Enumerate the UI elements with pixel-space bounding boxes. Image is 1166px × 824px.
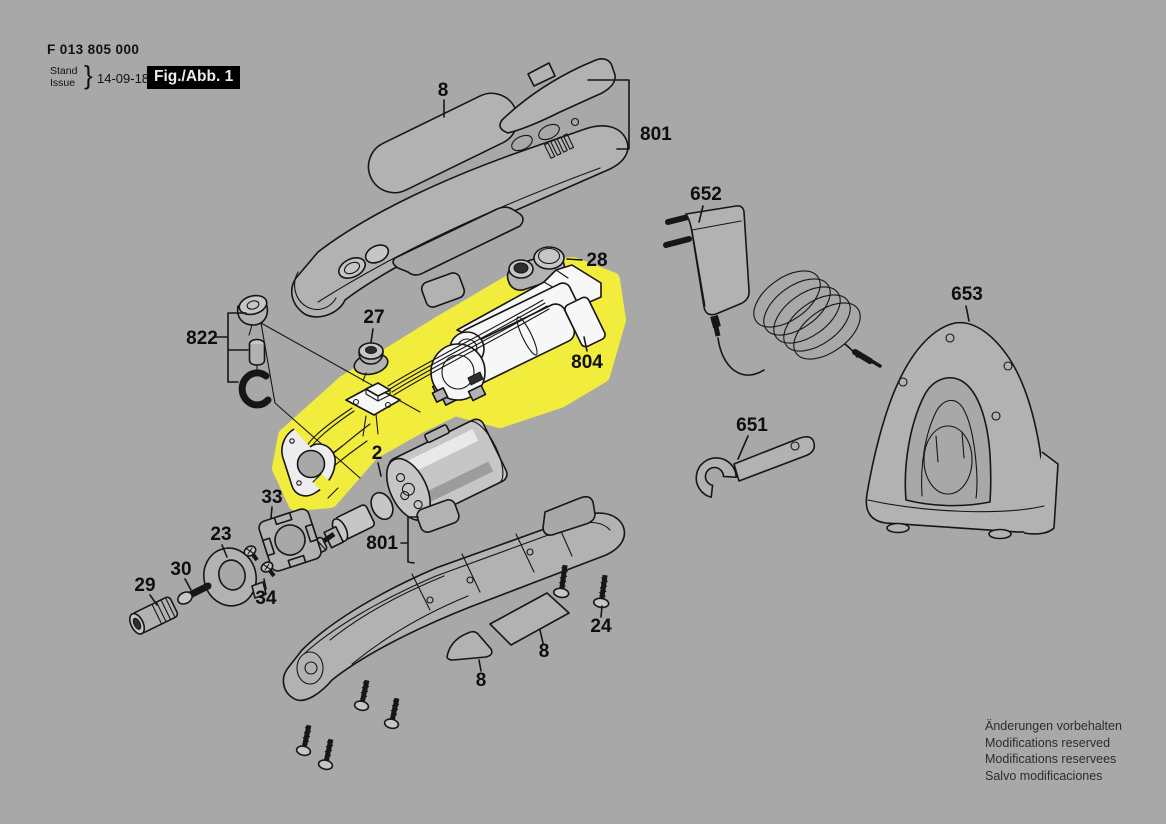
washer-ring: [203, 547, 267, 607]
bottom-screws: [295, 679, 400, 771]
callout-power-adapter: 652: [690, 184, 722, 205]
upper-cover-piece: [499, 58, 616, 134]
brace-glyph: }: [84, 60, 93, 90]
grommet: [353, 342, 389, 382]
footer-line-en: Modifications reserved: [985, 735, 1111, 750]
issue-date: 14-09-18: [97, 71, 150, 86]
motor: [296, 418, 508, 562]
lower-housing: [282, 495, 626, 702]
callout-battery-pack: 804: [571, 352, 603, 373]
callout-grip-pad-top: 8: [438, 80, 449, 101]
callout-screws: 24: [590, 616, 612, 637]
bearing-block: [258, 508, 322, 572]
collet-nut: [128, 596, 179, 635]
callout-charger-stand: 653: [951, 284, 983, 305]
callout-pad-front: 8: [476, 670, 487, 691]
callout-bearing-block: 33: [261, 487, 282, 508]
callout-collet: 30: [170, 559, 191, 580]
document-part-number: F 013 805 000: [47, 42, 140, 57]
pad-side: [489, 592, 570, 646]
callout-spindle-lock: 822: [186, 328, 218, 349]
footer-line-de: Änderungen vorbehalten: [985, 719, 1122, 733]
upper-housing: [290, 117, 629, 318]
stand-label: Stand: [50, 65, 78, 77]
footer-disclaimer: Änderungen vorbehalten Modifications res…: [985, 718, 1122, 784]
charger-stand: [865, 321, 1059, 540]
callout-grommet: 27: [363, 307, 384, 328]
callout-lower-housing: 801: [366, 533, 398, 554]
leader-lines: [149, 79, 970, 672]
small-screws-34: [243, 545, 276, 578]
buffer-wedge-upper: [420, 272, 466, 308]
pad-front: [446, 630, 493, 661]
callout-wrench: 651: [736, 415, 768, 436]
footer-line-fr: Modifications reservees: [985, 752, 1117, 766]
buffer-wedge-lower: [416, 499, 460, 533]
callout-collet-nut: 29: [134, 575, 155, 596]
figure-badge: Fig./Abb. 1: [147, 66, 241, 89]
button-set: [506, 246, 566, 292]
callout-screws-small: 34: [255, 588, 277, 609]
battery-assembly: [281, 264, 606, 499]
footer-line-es: Salvo modificaciones: [985, 768, 1103, 783]
callout-motor: 2: [372, 443, 383, 464]
callout-labels: 8 801 652 653 28 27 804 822 651 2 33 23 …: [134, 80, 982, 691]
wrench: [695, 436, 816, 499]
spindle-lock-parts: [236, 294, 272, 409]
screws-24: [552, 564, 610, 609]
callout-pad-side: 8: [539, 641, 550, 662]
callout-upper-housing: 801: [640, 124, 672, 145]
power-adapter: [663, 205, 882, 376]
issue-label: Issue: [50, 76, 76, 89]
callout-washer: 23: [210, 524, 231, 545]
adapter-cable-coil: [753, 270, 861, 360]
callout-button-set: 28: [586, 250, 607, 271]
stand-issue-label: Stand Issue: [50, 65, 78, 89]
collet: [177, 582, 212, 605]
